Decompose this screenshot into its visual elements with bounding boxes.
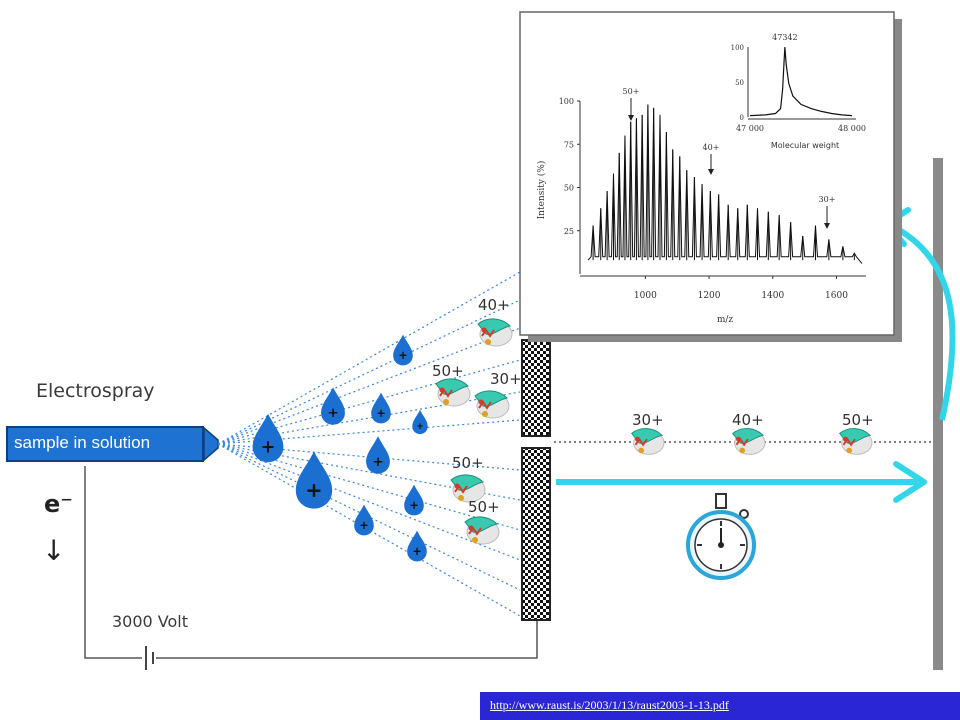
capillary-tip [203, 426, 219, 462]
charge-label: 30+ [490, 370, 522, 388]
droplet-charge: + [376, 407, 385, 420]
y-tick-label: 75 [564, 140, 574, 149]
spectrum-panel [519, 11, 895, 336]
y-tick-label: 25 [564, 227, 574, 236]
charge-label: 40+ [478, 296, 510, 314]
x-tick-label: 1600 [825, 291, 848, 301]
spray-line [217, 443, 521, 561]
droplet-charge: + [327, 405, 338, 421]
droplet-icon: + [404, 484, 424, 516]
droplet-icon: + [393, 334, 413, 366]
droplet-icon: + [412, 409, 428, 435]
charge-label: 50+ [452, 454, 484, 472]
mass-spectrum-chart: 25 50 75 100 1000 1200 1400 1600 m/z Intensity (%… [536, 87, 866, 325]
sample-label: sample in solution [14, 433, 151, 452]
droplet-icon: + [407, 530, 427, 562]
charge-labels: 40+ 50+ 30+ 50+ 50+ 30+ 40+ 50+ [432, 296, 874, 516]
spray-line [217, 359, 521, 445]
charge-label: 30+ [632, 411, 664, 429]
inset-x-tick-label: 48 000 [838, 124, 866, 133]
charge-label: 50+ [432, 362, 464, 380]
stopwatch-icon [686, 493, 756, 580]
protein-icon [477, 318, 513, 347]
electron-label: e⁻ [44, 490, 73, 518]
y-tick-label: 50 [564, 184, 574, 193]
curved-arrow [890, 223, 956, 421]
footer-bar: http://www.raust.is/2003/1/13/raust2003-… [480, 692, 960, 720]
droplet-charge: + [398, 349, 407, 362]
droplet-charge: + [412, 545, 421, 558]
droplet-icon: + [371, 392, 391, 424]
charge-label: 40+ [732, 411, 764, 429]
droplet-charge: + [261, 437, 276, 457]
down-arrow-icon: ↓ [42, 534, 66, 567]
droplet-icon: + [366, 436, 390, 474]
y-axis-label: Intensity (%) [536, 161, 547, 220]
grid-electrode-upper [521, 339, 551, 437]
inset-line [749, 46, 853, 117]
detector-plate [933, 158, 943, 670]
droplets: + + + + + + + + + + [252, 334, 428, 562]
protein-icon [464, 516, 500, 545]
protein-icon [732, 428, 766, 455]
droplet-charge: + [409, 499, 418, 512]
x-tick-label: 1000 [634, 291, 657, 301]
spectrum-line [587, 104, 863, 264]
circuit-wire-right [156, 620, 538, 659]
droplet-charge: + [305, 478, 322, 502]
inset-y-tick-label: 0 [740, 114, 744, 122]
source-link[interactable]: http://www.raust.is/2003/1/13/raust2003-… [490, 698, 729, 712]
voltage-label: 3000 Volt [112, 612, 189, 631]
droplet-icon: + [321, 387, 345, 425]
protein-icon [474, 390, 510, 419]
charge-label: 50+ [468, 498, 500, 516]
charge-label: 50+ [842, 411, 874, 429]
protein-icon [435, 378, 471, 407]
y-tick-label: 100 [559, 97, 574, 106]
inset-y-tick-label: 50 [735, 79, 744, 87]
peak-annotation: 30+ [819, 195, 836, 204]
droplet-icon: + [295, 451, 333, 509]
protein-icon [839, 428, 873, 455]
spray-line [217, 443, 521, 531]
circuit-wire [84, 466, 142, 659]
electrospray-label: Electrospray [36, 380, 155, 402]
x-tick-label: 1200 [698, 291, 721, 301]
droplet-charge: + [372, 454, 383, 470]
flight-arrow-head [893, 461, 927, 503]
grid-electrode-lower [521, 447, 551, 621]
droplet-icon: + [354, 504, 374, 536]
x-tick-label: 1400 [761, 291, 784, 301]
spray-line [217, 327, 521, 445]
peak-annotation: 40+ [703, 143, 720, 152]
spray-line [217, 271, 521, 445]
protein-icon [631, 428, 665, 455]
sample-capillary: sample in solution [6, 426, 204, 462]
droplet-charge: + [359, 519, 368, 532]
spray-line [217, 443, 521, 591]
droplet-charge: + [416, 422, 423, 432]
inset-y-tick-label: 100 [731, 44, 744, 52]
droplet-icon: + [252, 413, 284, 463]
inset-x-label: Molecular weight [771, 141, 839, 150]
inset-title: 47342 [772, 33, 797, 42]
inset-x-tick-label: 47 000 [736, 124, 764, 133]
protein-icon [450, 474, 486, 503]
x-axis-label: m/z [717, 315, 734, 325]
peak-annotation: 50+ [623, 87, 640, 96]
